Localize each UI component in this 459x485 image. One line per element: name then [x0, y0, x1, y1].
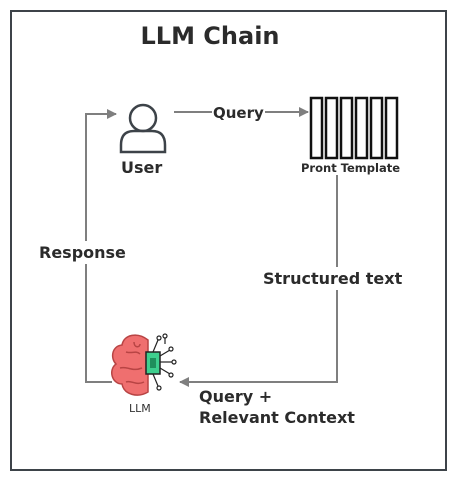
query-context-line-1: Query + [199, 387, 273, 406]
user-label: User [121, 158, 163, 177]
structured-text-label: Structured text [263, 267, 403, 290]
response-label: Response [39, 241, 126, 264]
user-icon [119, 103, 167, 154]
edge-structured-text [179, 175, 338, 387]
query-context-label: Query + Relevant Context [199, 386, 355, 428]
query-context-line-2: Relevant Context [199, 408, 355, 427]
prompt-template-label: Pront Template [301, 161, 401, 175]
diagram-title: LLM Chain [140, 22, 280, 50]
llm-label: LLM [129, 402, 151, 415]
prompt-template-icon [309, 96, 399, 160]
brain-chip-icon [111, 333, 177, 396]
query-label: Query [212, 104, 265, 122]
diagram-frame [10, 10, 447, 471]
